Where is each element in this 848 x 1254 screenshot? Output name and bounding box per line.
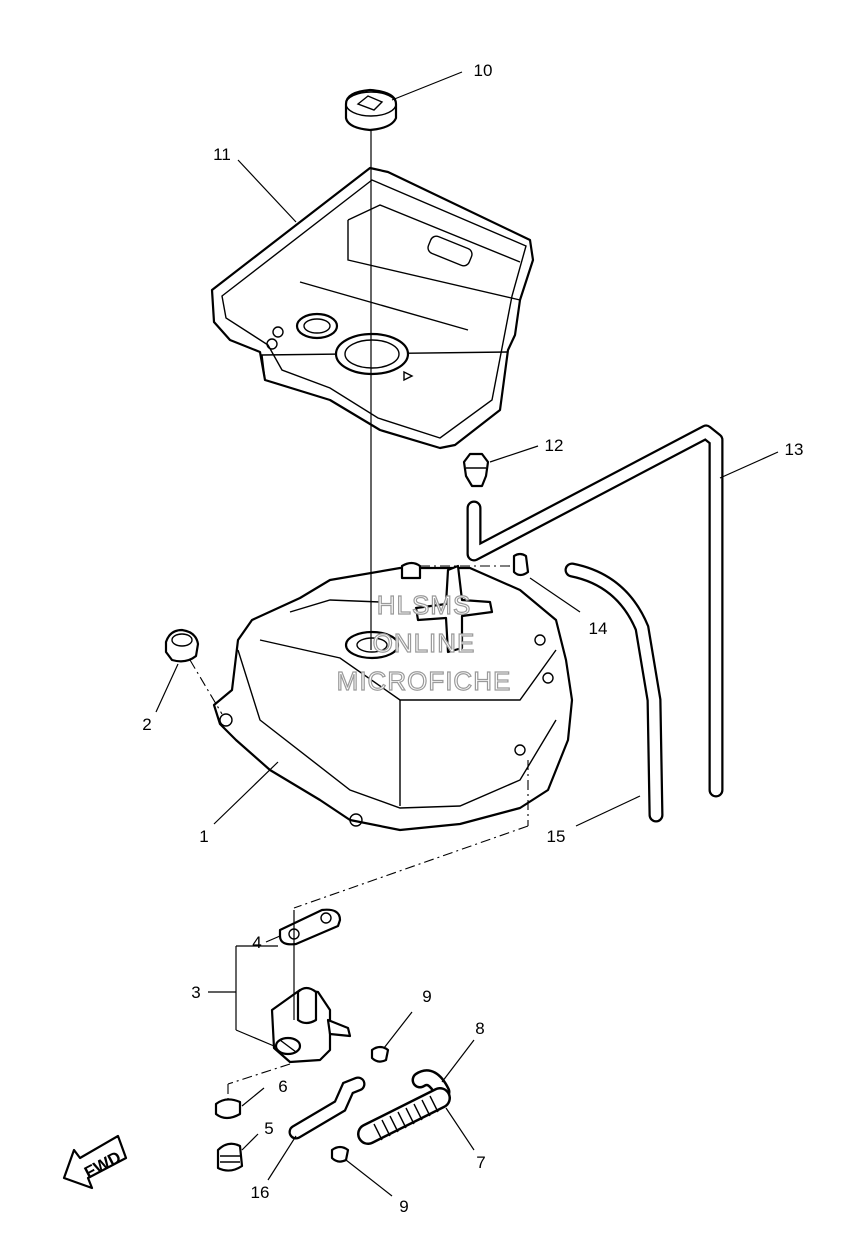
callout-4: 4	[252, 933, 261, 952]
callout-11: 11	[213, 145, 231, 164]
callout-1: 1	[199, 827, 208, 846]
callout-15: 15	[547, 827, 566, 846]
part-13-vent-hose	[466, 424, 724, 798]
assembly-lines	[189, 130, 529, 1100]
callout-9-lower: 9	[399, 1197, 408, 1216]
part-6-seal	[214, 1098, 242, 1120]
callout-3: 3	[191, 983, 200, 1002]
callout-6: 6	[278, 1077, 287, 1096]
part-2-grommet	[164, 628, 200, 663]
part-16-fuel-hose	[288, 1076, 366, 1140]
callout-14: 14	[589, 619, 608, 638]
part-5-plug	[216, 1142, 244, 1172]
part-15-drain-hose	[564, 562, 664, 823]
callout-7: 7	[476, 1153, 485, 1172]
watermark: HLSMS ONLINE MICROFICHE	[336, 589, 512, 696]
callout-labels: 10 11 12 13 14 2 1 15 4 3 9 8 6 5 7 16 9	[142, 61, 803, 1216]
part-4-gasket	[278, 908, 342, 946]
part-1-fuel-tank	[212, 561, 574, 832]
watermark-line-1: HLSMS	[377, 590, 472, 620]
callout-10: 10	[474, 61, 493, 80]
watermark-line-3: MICROFICHE	[337, 666, 512, 696]
part-12-fitting	[462, 452, 490, 488]
part-9-clips	[330, 1045, 390, 1163]
part-3-fuel-cock	[270, 986, 352, 1064]
part-11-tray	[210, 166, 535, 450]
callout-13: 13	[785, 440, 804, 459]
part-14-clip	[512, 552, 530, 577]
callout-8: 8	[475, 1019, 484, 1038]
fwd-arrow-icon: FWD	[62, 1134, 128, 1190]
part-7-protector	[357, 1087, 451, 1145]
part-10-cap	[344, 88, 398, 132]
watermark-line-2: ONLINE	[373, 628, 476, 658]
callout-5: 5	[264, 1119, 273, 1138]
leader-lines	[155, 71, 779, 1197]
callout-9-upper: 9	[422, 987, 431, 1006]
callout-2: 2	[142, 715, 151, 734]
callout-16: 16	[251, 1183, 270, 1202]
callout-12: 12	[545, 436, 564, 455]
